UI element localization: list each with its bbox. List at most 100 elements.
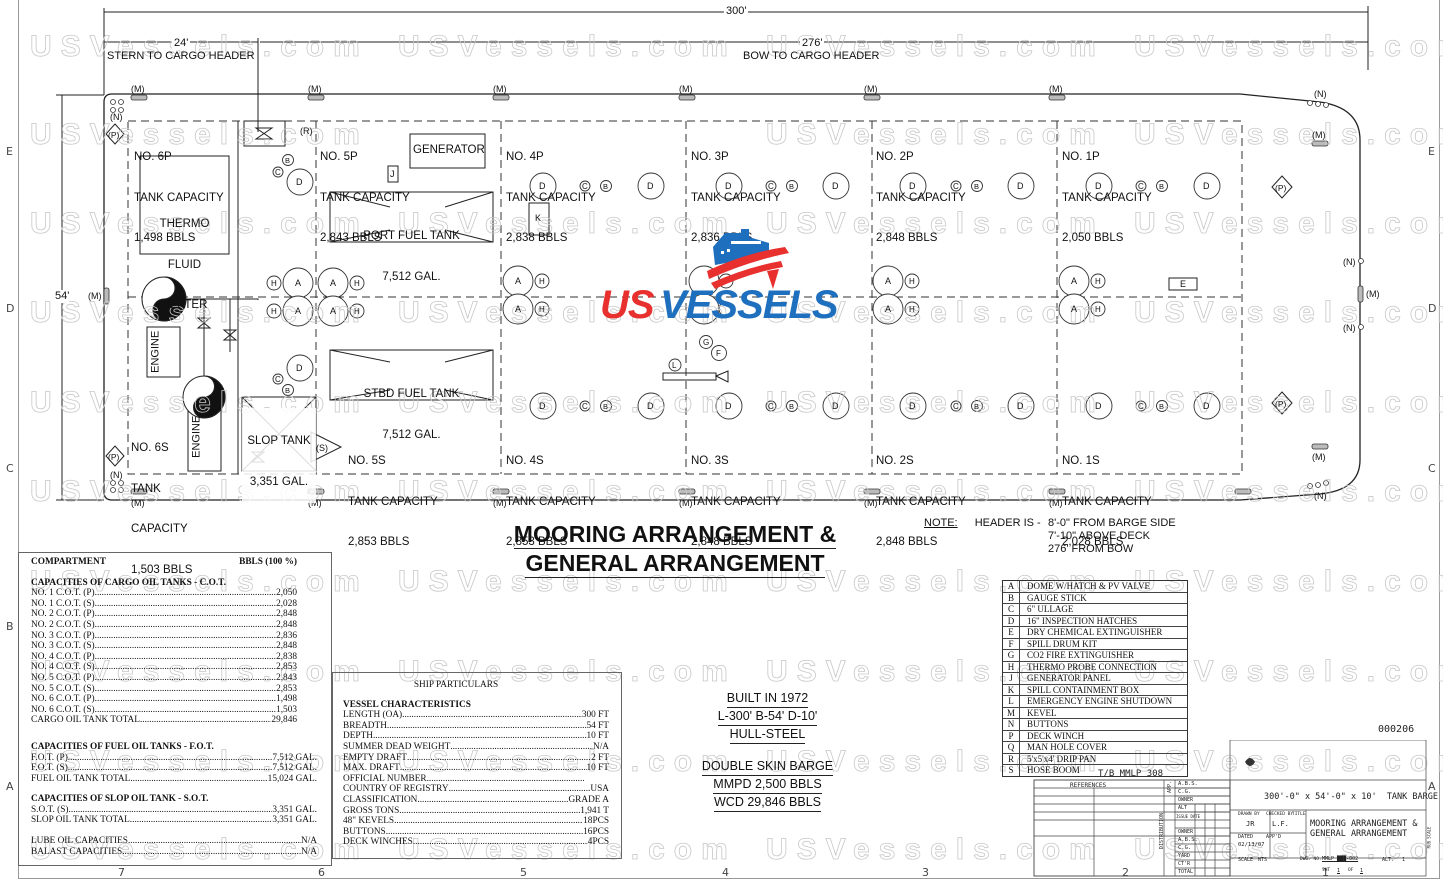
built-dimensions: L-300' B-54' D-10' — [717, 708, 818, 726]
kevel-label: (M) — [308, 498, 322, 508]
tank-capacity-label: TANK CAPACITY — [876, 191, 966, 204]
tank-bbls: 2,028 BBLS — [1062, 536, 1124, 548]
dome-label: A — [515, 276, 522, 286]
hatch-label: D — [647, 401, 654, 411]
ullage-label: C — [1138, 402, 1144, 411]
table-row: NO. 4 C.O.T. (P)2,838 — [31, 652, 317, 663]
tank-capacity-label: CAPACITY — [131, 523, 188, 535]
ullage-label: C — [582, 182, 588, 191]
tank-4p-label: NO. 4P TANK CAPACITY 2,838 BBLS — [506, 124, 596, 259]
table-row: GROSS TONS1,941 T — [343, 806, 609, 817]
tank-bbls: 2,848 BBLS — [876, 232, 938, 244]
hatch-label: D — [296, 363, 303, 373]
hatch-label: D — [909, 181, 916, 191]
dim-breadth: 54' — [55, 290, 70, 303]
ship-logo-icon — [707, 229, 789, 289]
dim-stern-header: 24' — [172, 37, 191, 50]
dist-row-total: TOTAL — [1178, 869, 1194, 875]
table-row: BALAST CAPACITIESN/A — [31, 847, 317, 858]
deck-winch-label: (P) — [1275, 399, 1287, 409]
tank-bbls: 2,050 BBLS — [1062, 232, 1124, 244]
dwg-no: MMLP ███-002 — [1322, 856, 1359, 862]
table-row: NO. 5 C.O.T. (P)2,843 — [31, 673, 317, 684]
gen-panel-label: J — [390, 169, 395, 179]
gauge-label: B — [974, 402, 980, 411]
table-row: NO. 4 C.O.T. (S)2,853 — [31, 662, 317, 673]
zone-row-c-right: C — [1428, 462, 1436, 475]
hatch-label: D — [1017, 401, 1024, 411]
tank-capacity-label: TANK CAPACITY — [134, 191, 224, 204]
drip-pan-label: (R) — [300, 126, 313, 136]
gauge-label: B — [1159, 182, 1165, 191]
table-row: NO. 3 C.O.T. (P)2,836 — [31, 631, 317, 642]
thermo-fluid-heater-label: THERMO FLUID HEATER — [159, 218, 210, 311]
rub-scale-label: RUB SCALE — [1426, 826, 1432, 849]
ullage-label: C — [953, 182, 959, 191]
stbd-fuel-tank-label: STBD FUEL TANK 7,512 GAL. — [363, 388, 460, 441]
hose-boom-label: (S) — [316, 443, 328, 453]
dome-label: A — [330, 306, 337, 316]
ullage-label: C — [1138, 182, 1144, 191]
table-row: MAX. DRAFT10 FT — [343, 763, 609, 774]
tank-capacity-label: TANK CAPACITY — [691, 495, 781, 508]
ship-particulars: SHIP PARTICULARS VESSEL CHARACTERISTICS … — [343, 680, 609, 848]
tank-name: NO. 6P — [134, 151, 172, 163]
table-row-total: CARGO OIL TANK TOTAL29,846 — [31, 715, 317, 726]
engine-label: ENGINE — [190, 415, 203, 458]
zone-col-1: 1 — [1322, 866, 1329, 879]
tank-name: NO. 6S — [131, 442, 169, 454]
title-block-title-2: GENERAL ARRANGEMENT — [1310, 829, 1408, 839]
dim-overall-length: 300' — [724, 5, 749, 18]
tank-3s-label: NO. 3S TANK CAPACITY 2,848 BBLS — [691, 428, 781, 563]
tank-1s-label: NO. 1S TANK CAPACITY 2,028 BBLS — [1062, 428, 1152, 563]
tank-name: NO. 1P — [1062, 151, 1100, 163]
sot-section-title: CAPACITIES OF SLOP OIL TANK - S.O.T. — [31, 794, 209, 805]
dist-row-ctr: CT'R — [1178, 861, 1191, 867]
probe-label: H — [271, 307, 277, 316]
hatch-label: D — [1017, 181, 1024, 191]
dist-row-issue-date: ISSUE DATE — [1176, 814, 1201, 819]
engine-label: ENGINE — [149, 330, 162, 373]
dome-label: A — [885, 304, 892, 314]
dwg-no-label: DWG. NO. — [1300, 857, 1322, 862]
zone-row-a: A — [6, 780, 14, 793]
appd-label: APP'D — [1266, 834, 1282, 840]
tank-6p-label: NO. 6P TANK CAPACITY 1,498 BBLS — [134, 124, 224, 259]
app-row-cg: C.G. — [1178, 789, 1192, 795]
hatch-label: D — [539, 181, 546, 191]
alt-label: ALT. — [1382, 857, 1395, 863]
alt-value: 1 — [1402, 857, 1406, 863]
tank-bbls: 1,498 BBLS — [134, 232, 196, 244]
header-note: NOTE: HEADER IS - — [924, 517, 1041, 530]
port-fuel-tank-label: PORT FUEL TANK 7,512 GAL. — [363, 230, 460, 283]
built-info: BUILT IN 1972 L-300' B-54' D-10' HULL-ST… — [680, 690, 855, 744]
tank-4s-label: NO. 4S TANK CAPACITY 2,853 BBLS — [506, 428, 596, 563]
barge-info: DOUBLE SKIN BARGE MMPD 2,500 BBLS WCD 29… — [680, 758, 855, 812]
probe-label: H — [354, 307, 360, 316]
gauge-label: B — [1159, 402, 1165, 411]
extinguisher-label: E — [1180, 279, 1187, 289]
kevel-label: (M) — [493, 498, 507, 508]
kevel-label: (M) — [1049, 498, 1063, 508]
kevel-label: (M) — [131, 498, 145, 508]
tank-name: NO. 3P — [691, 151, 729, 163]
kevel-label: (M) — [1312, 452, 1326, 462]
ullage-label: C — [768, 182, 774, 191]
tank-capacity-label: TANK CAPACITY — [320, 191, 410, 204]
tank-5s-label: NO. 5S TANK CAPACITY 2,853 BBLS — [348, 428, 438, 563]
title-block-title-1: MOORING ARRANGEMENT & — [1310, 819, 1418, 829]
zone-col-6: 6 — [318, 866, 325, 879]
zone-row-d: D — [6, 302, 15, 315]
tank-name: NO. 4S — [506, 455, 544, 467]
tank-2p-label: NO. 2P TANK CAPACITY 2,848 BBLS — [876, 124, 966, 259]
generator-label: GENERATOR — [413, 144, 485, 156]
table-row: NO. 3 C.O.T. (S)2,848 — [31, 641, 317, 652]
tank-bbls: 2,843 BBLS — [320, 232, 382, 244]
drum-kit-label: F — [716, 349, 721, 358]
